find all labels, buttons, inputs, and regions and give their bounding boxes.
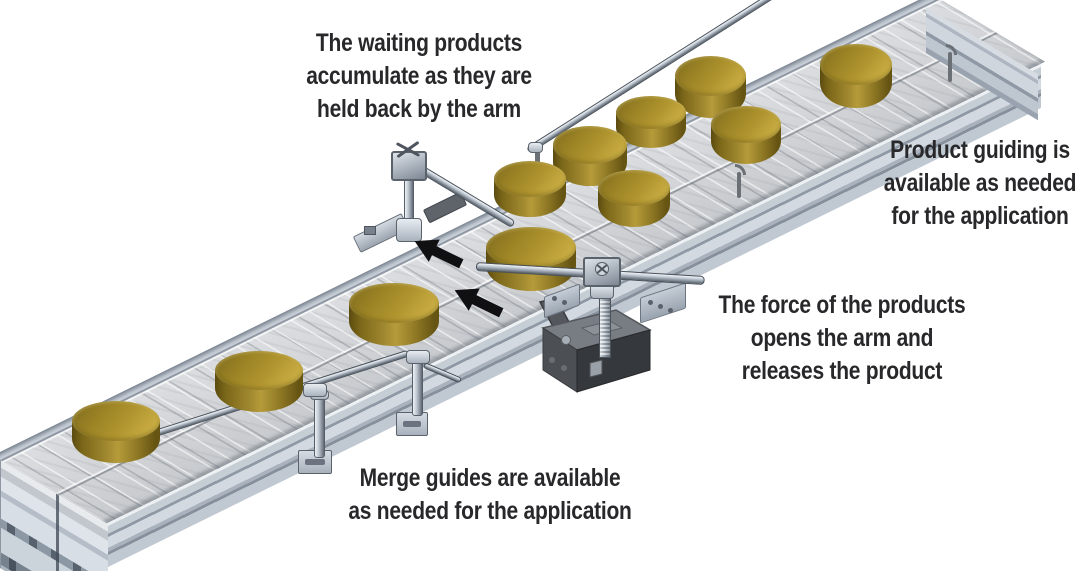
note-line: The waiting products [315,29,523,57]
product-puck [616,96,686,148]
rail-support-hook [946,44,957,55]
guide-rail-clamp [528,142,543,153]
puck-top [616,96,686,130]
escapement-housing [538,297,652,393]
puck-top [820,44,892,85]
rail-support-pin [737,172,741,198]
puck-top [494,161,566,197]
escapement-threaded-post [599,296,611,358]
note-waiting-products: The waiting products accumulate as they … [276,27,562,126]
product-puck [215,351,303,412]
note-line: Merge guides are available [359,464,621,492]
puck-top [553,126,627,165]
note-line: releases the product [741,357,943,385]
note-force-opens-arm: The force of the products opens the arm … [708,289,977,388]
note-line: as needed for the application [348,497,632,525]
bracket-hole [658,304,663,309]
note-line: The force of the products [718,291,966,319]
note-product-guiding: Product guiding is available as needed f… [862,134,1080,233]
note-line: available as needed [883,169,1077,197]
note-merge-guides: Merge guides are available as needed for… [322,462,658,528]
bracket-hole [648,300,653,305]
bracket-hole [552,296,557,301]
product-puck [72,401,160,463]
rail-support-hook [735,164,746,175]
rail-support-pin [948,52,952,82]
arm-base-latch [364,226,376,235]
product-puck [486,227,576,291]
puck-top [349,283,439,324]
merge-guide-clamp [303,383,327,397]
note-line: Product guiding is [890,136,1070,164]
puck-top [72,401,160,441]
product-puck [711,106,781,164]
swivel-clamp-screw [595,262,609,276]
housing-screw [549,357,555,363]
product-puck [494,161,566,217]
note-line: for the application [891,202,1069,230]
puck-top [215,351,303,391]
housing-front-face [576,329,651,393]
merge-guide-post [412,360,423,416]
puck-top [486,227,576,268]
housing-latch [589,359,603,378]
note-line: accumulate as they are [306,62,532,90]
housing-screw [561,365,567,371]
bracket-hole [668,308,673,313]
puck-top [675,56,746,96]
merge-guide-post [314,396,325,458]
merge-guide-clamp [406,350,430,364]
note-line: opens the arm and [750,324,934,352]
product-puck [820,44,892,108]
housing-screw [561,335,571,345]
arm-base-clamp [396,218,422,242]
note-line: held back by the arm [317,95,521,123]
puck-top [711,106,781,144]
puck-top [598,170,670,207]
product-puck [598,170,670,227]
product-puck [349,283,439,346]
arm-torsion-spring [393,142,423,156]
bracket-hole [562,300,567,305]
product-puck [675,56,746,118]
merge-guide-foot-bracket [396,412,428,436]
